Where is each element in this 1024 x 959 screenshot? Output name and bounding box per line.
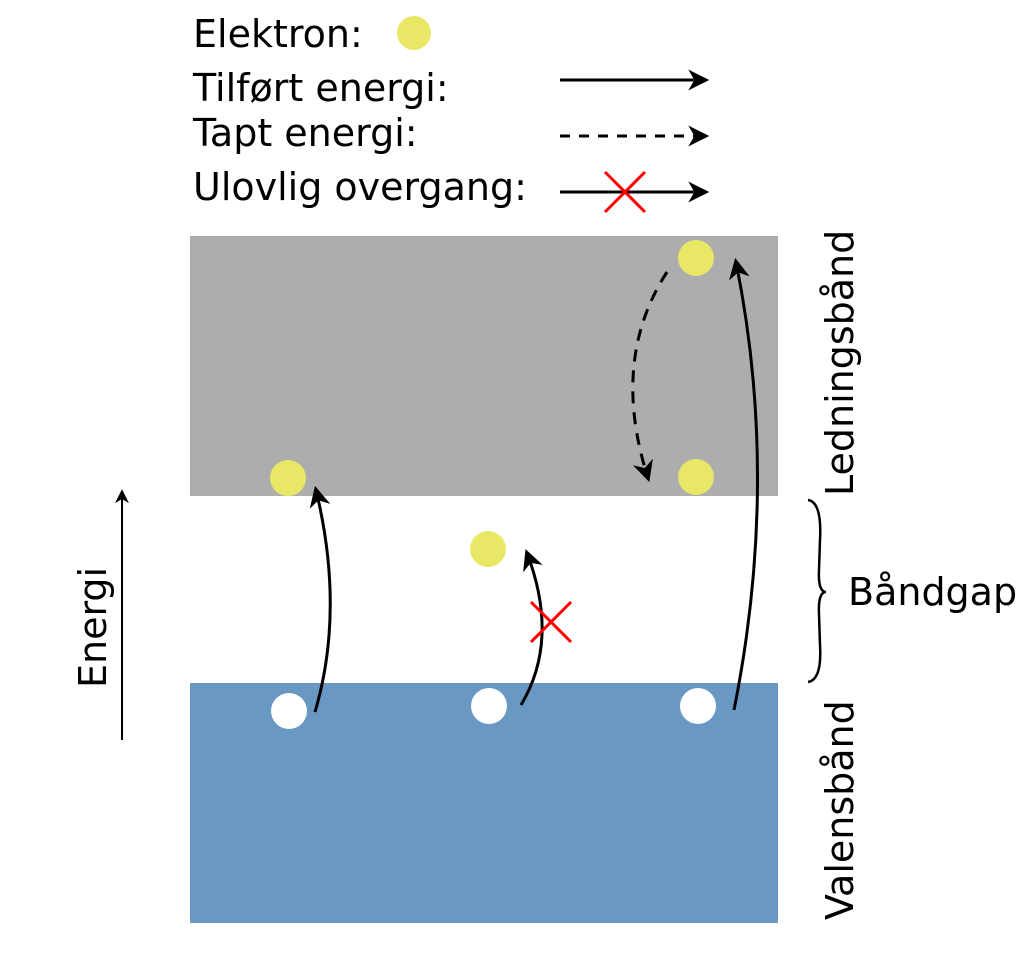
legend-forbidden-label: Ulovlig overgang: — [193, 165, 527, 209]
forbidden-cross-icon — [529, 600, 573, 644]
transition-arrow-1 — [309, 485, 332, 713]
legend: Elektron: Tilført energi: Tapt energi: U… — [192, 12, 710, 214]
electron-2 — [470, 531, 506, 567]
energy-axis-label: Energi — [71, 567, 115, 688]
electron-3-relaxed — [678, 459, 714, 495]
hole-2 — [471, 688, 507, 724]
legend-electron-icon — [397, 16, 431, 50]
band-gap-brace — [807, 498, 827, 684]
transition-arrow-forbidden — [519, 549, 544, 706]
valence-band-label: Valensbånd — [818, 700, 862, 920]
electron-1 — [270, 460, 306, 496]
band-gap-label: Båndgap — [848, 570, 1017, 614]
hole-1 — [271, 693, 307, 729]
conduction-band — [190, 236, 778, 496]
legend-cross-icon — [603, 170, 647, 214]
legend-electron-label: Elektron: — [193, 12, 363, 56]
transition-arrow-3 — [729, 257, 759, 711]
hole-3 — [680, 688, 716, 724]
legend-lost-energy-label: Tapt energi: — [192, 111, 418, 155]
electron-3-excited — [678, 240, 714, 276]
relaxation-arrow — [631, 271, 669, 482]
legend-added-energy-label: Tilført energi: — [192, 66, 449, 110]
conduction-band-label: Ledningsbånd — [818, 230, 862, 496]
